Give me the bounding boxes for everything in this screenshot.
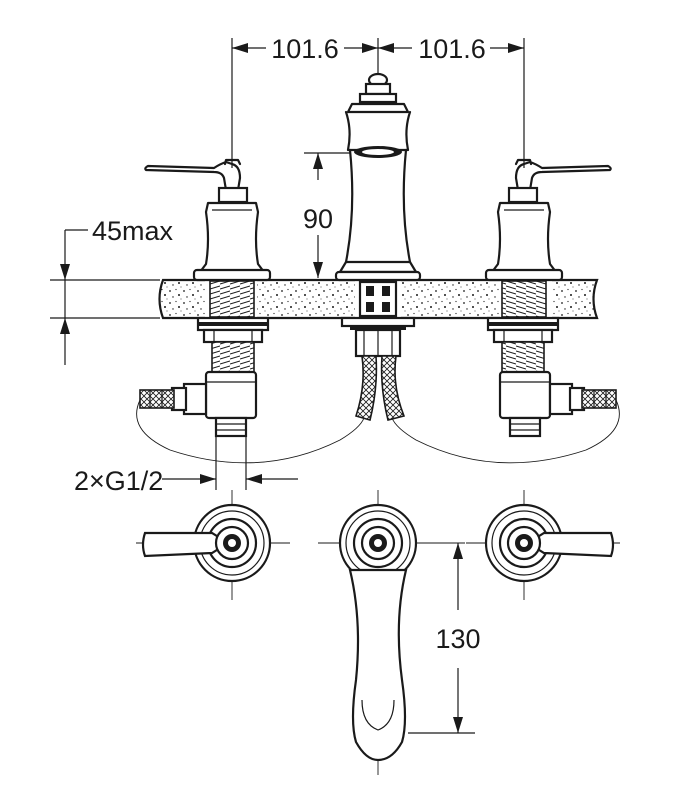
dim-left-spacing-label: 101.6: [271, 34, 339, 64]
dim-connection-label: 2×G1/2: [74, 466, 163, 496]
dimension-connection: 2×G1/2: [74, 436, 298, 496]
left-valve-elevation: [139, 158, 272, 438]
dimension-spout-reach: 130: [408, 543, 481, 734]
spout-plan: [318, 490, 465, 775]
spout-elevation: [334, 72, 422, 421]
right-valve-elevation: [484, 158, 617, 438]
dim-right-spacing-label: 101.6: [418, 34, 486, 64]
dim-deck-thickness-label: 45max: [92, 216, 174, 246]
dimension-spacing: 101.6 101.6: [231, 34, 525, 168]
left-handle-plan: [136, 490, 290, 600]
supply-hoses: [136, 399, 620, 464]
right-handle-plan: [466, 490, 620, 600]
dimension-deck-thickness: 45max: [50, 216, 174, 365]
dim-spout-height-label: 90: [303, 204, 333, 234]
dimension-spout-height: 90: [303, 152, 350, 278]
dim-spout-reach-label: 130: [435, 624, 480, 654]
